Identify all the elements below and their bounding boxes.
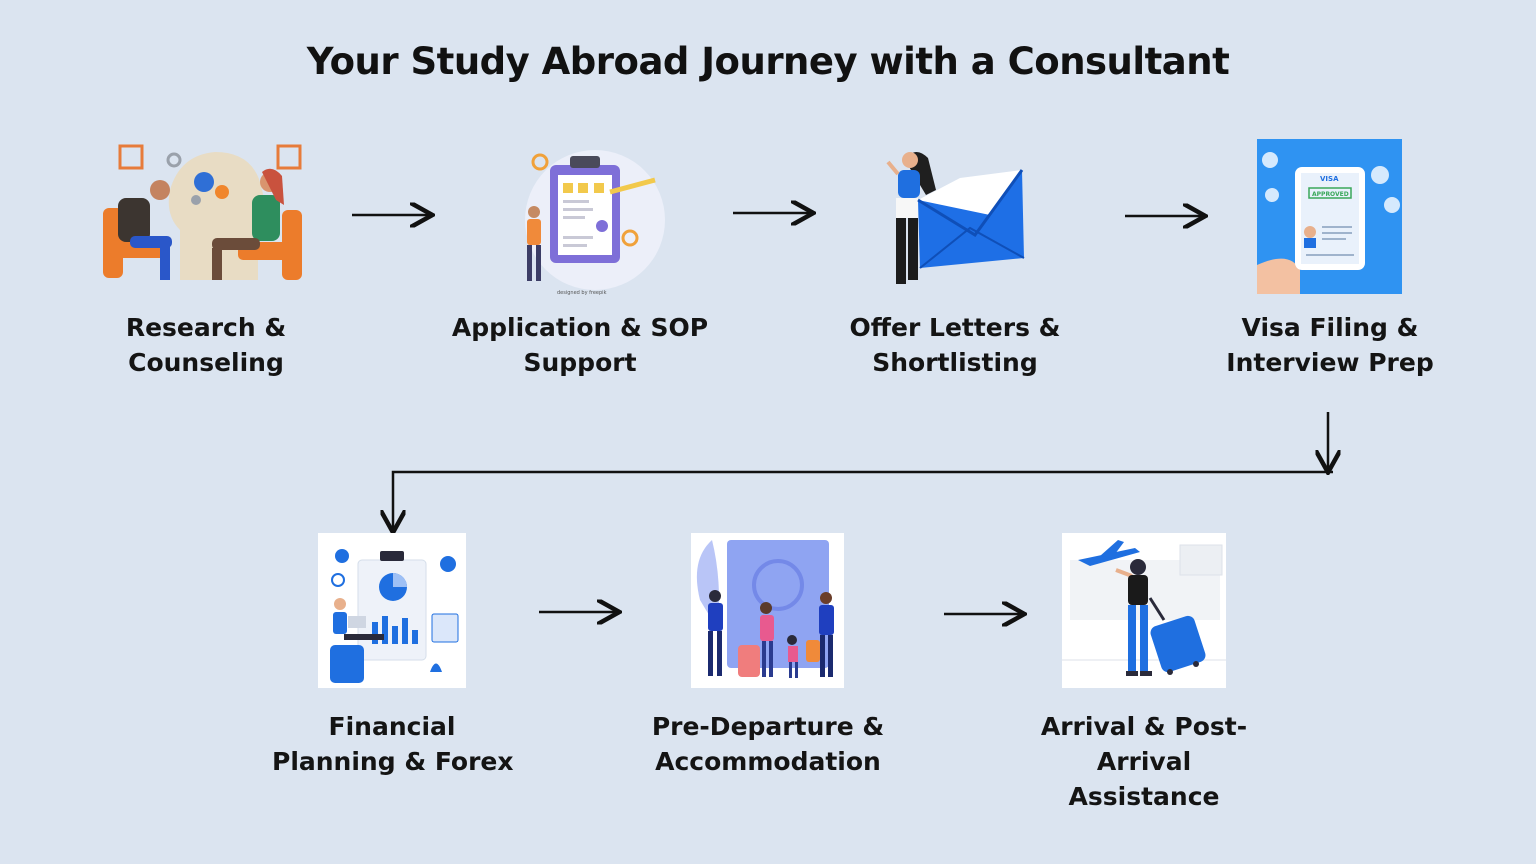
arrow-4-5-connector: [393, 470, 1333, 530]
freepik-credit: designed by freepik: [557, 290, 607, 296]
step-6-label: Pre-Departure &Accommodation: [651, 712, 885, 776]
page-title: Your Study Abroad Journey with a Consult…: [306, 40, 1230, 83]
step-1-label: Research &Counseling: [125, 313, 287, 377]
visa-card-header: VISA: [1320, 175, 1339, 183]
visa-stamp: APPROVED: [1312, 191, 1349, 198]
step-4-label: Visa Filing &Interview Prep: [1226, 313, 1434, 377]
step-3-label: Offer Letters &Shortlisting: [849, 313, 1061, 377]
